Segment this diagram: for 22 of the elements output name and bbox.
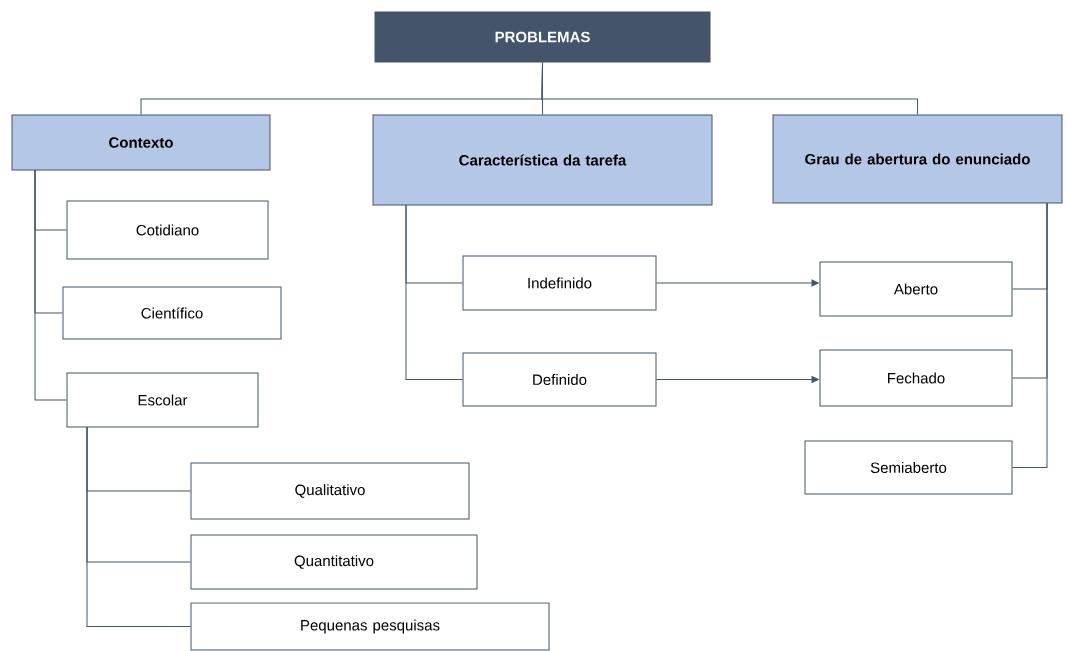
item-box: Definido bbox=[462, 352, 657, 407]
item-box: Escolar bbox=[66, 372, 259, 428]
connector bbox=[34, 169, 67, 401]
connector bbox=[86, 426, 191, 627]
connector bbox=[1012, 202, 1048, 468]
item-box: Aberto bbox=[819, 261, 1013, 317]
item-box: Semiaberto bbox=[804, 440, 1013, 495]
item-box: Cotidiano bbox=[66, 200, 269, 260]
item-box: Qualitativo bbox=[190, 462, 470, 520]
connector bbox=[405, 204, 463, 380]
category-box: Grau de abertura do enunciado bbox=[772, 114, 1063, 204]
connector bbox=[541, 62, 918, 115]
item-box: Científico bbox=[62, 286, 282, 340]
connector bbox=[656, 279, 819, 287]
category-box: Característica da tarefa bbox=[372, 114, 713, 206]
title-box: PROBLEMAS bbox=[374, 11, 711, 63]
item-box: Quantitativo bbox=[190, 534, 478, 590]
category-box: Contexto bbox=[11, 114, 271, 171]
item-box: Pequenas pesquisas bbox=[190, 602, 550, 651]
item-box: Indefinido bbox=[462, 255, 657, 311]
connector bbox=[656, 376, 819, 383]
item-box: Fechado bbox=[819, 349, 1013, 407]
